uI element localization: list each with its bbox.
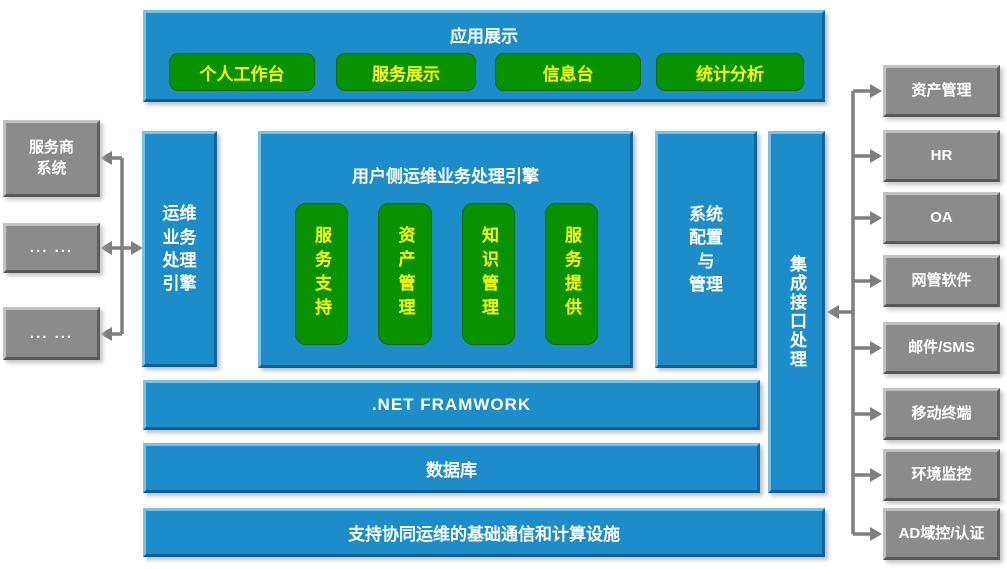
personal-workbench-button: 个人工作台 bbox=[169, 53, 315, 91]
arrowhead-to-integration-icon bbox=[827, 305, 839, 319]
left-connector bbox=[100, 151, 143, 341]
arrowhead-left-bottom-icon bbox=[100, 327, 112, 341]
right-system-env-monitoring: 环境监控 bbox=[883, 449, 1000, 501]
asset-management-module: 资产管理 bbox=[378, 203, 432, 345]
information-desk-button: 信息台 bbox=[495, 53, 641, 91]
right-system-ad-auth: AD域控/认证 bbox=[883, 508, 1000, 560]
service-provision-module: 服务提供 bbox=[545, 203, 598, 345]
left-ellipsis-box-1: ... ... bbox=[3, 223, 100, 273]
service-support-module: 服务支持 bbox=[295, 203, 348, 345]
statistics-analysis-button: 统计分析 bbox=[656, 53, 804, 91]
service-display-button: 服务展示 bbox=[336, 53, 476, 91]
ops-business-engine-box: 运维 业务 处理 引擎 bbox=[142, 131, 217, 367]
right-system-oa: OA bbox=[883, 192, 1000, 244]
dotnet-framework-bar: .NET FRAMWORK bbox=[143, 380, 760, 430]
integration-interface-box: 集成接口处理 bbox=[768, 131, 825, 493]
right-connector bbox=[827, 84, 882, 541]
right-system-mail-sms: 邮件/SMS bbox=[883, 322, 1000, 374]
system-config-box: 系统 配置 与 管理 bbox=[655, 131, 757, 368]
right-system-network-mgmt: 网管软件 bbox=[883, 255, 1000, 307]
right-system-mobile-terminal: 移动终端 bbox=[883, 388, 1000, 440]
right-system-hr: HR bbox=[883, 130, 1000, 182]
user-side-engine-title: 用户侧运维业务处理引擎 bbox=[352, 167, 539, 186]
foundation-infrastructure-bar: 支持协同运维的基础通信和计算设施 bbox=[143, 508, 825, 557]
arrowhead-middle-left-icon bbox=[100, 241, 112, 255]
app-display-title: 应用展示 bbox=[450, 27, 518, 46]
knowledge-management-module: 知识管理 bbox=[462, 203, 515, 345]
arrowhead-left-top-icon bbox=[100, 151, 112, 165]
left-ellipsis-box-2: ... ... bbox=[3, 307, 100, 360]
database-bar: 数据库 bbox=[143, 443, 760, 493]
right-system-asset-management: 资产管理 bbox=[883, 65, 1000, 117]
service-provider-system-box: 服务商 系统 bbox=[3, 120, 100, 197]
